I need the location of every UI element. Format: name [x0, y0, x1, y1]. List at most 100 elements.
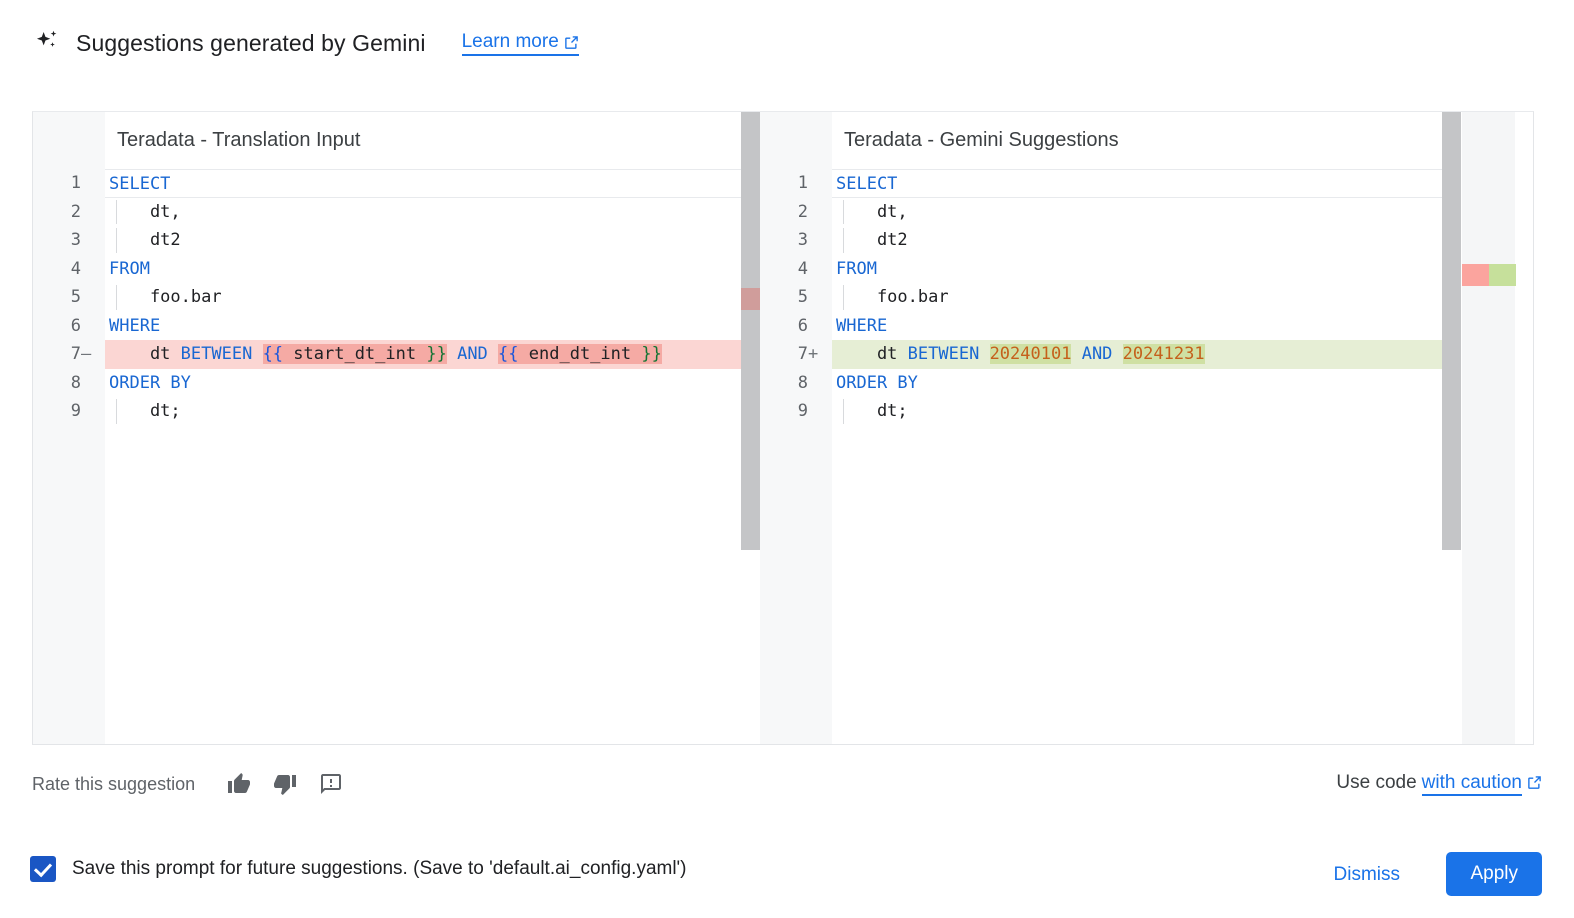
- code-token: 20240101: [989, 344, 1072, 364]
- code-token: dt,: [836, 201, 908, 222]
- code-token: end_dt_int: [518, 344, 642, 364]
- code-token: AND: [1081, 344, 1113, 364]
- thumb-up-icon[interactable]: [223, 768, 255, 800]
- pane-title-right: Teradata - Gemini Suggestions: [832, 112, 1461, 169]
- line-number: 6: [797, 315, 808, 336]
- external-link-icon: [1527, 774, 1542, 789]
- line-number: 8: [797, 372, 808, 393]
- code-line[interactable]: dt BETWEEN {{ start_dt_int }} AND {{ end…: [105, 340, 760, 369]
- feedback-row: Rate this suggestion: [32, 768, 347, 800]
- code-line[interactable]: dt;: [832, 397, 1461, 426]
- external-link-icon: [564, 34, 579, 49]
- code-line[interactable]: dt2: [832, 226, 1461, 255]
- code-token: [979, 344, 989, 364]
- code-area-left[interactable]: Teradata - Translation Input SELECT dt, …: [105, 112, 760, 744]
- learn-more-link[interactable]: Learn more: [461, 30, 579, 56]
- code-line[interactable]: dt;: [105, 397, 760, 426]
- code-line[interactable]: FROM: [832, 255, 1461, 284]
- code-token: BETWEEN: [180, 344, 253, 364]
- code-token: }}: [641, 344, 662, 364]
- code-token: dt,: [109, 201, 181, 222]
- code-token: foo.bar: [836, 287, 949, 307]
- code-token: WHERE: [836, 315, 888, 336]
- code-line[interactable]: SELECT: [832, 169, 1461, 198]
- code-token: 20241231: [1122, 344, 1205, 364]
- diff-marker: —: [81, 344, 92, 364]
- code-token: ORDER BY: [109, 372, 191, 393]
- with-caution-label: with caution: [1421, 772, 1522, 793]
- report-icon[interactable]: [315, 768, 347, 800]
- overview-ruler[interactable]: [1461, 112, 1516, 744]
- code-token: [488, 344, 498, 364]
- scrollbar-thumb-right[interactable]: [1442, 112, 1461, 550]
- code-token: ORDER BY: [836, 372, 918, 393]
- with-caution-link[interactable]: with caution: [1421, 772, 1522, 796]
- code-token: [1071, 344, 1081, 364]
- line-number: 4: [70, 258, 81, 279]
- vertical-scrollbar-left[interactable]: [741, 112, 760, 744]
- code-line[interactable]: ORDER BY: [105, 369, 760, 398]
- code-token: FROM: [836, 258, 877, 279]
- save-prompt-label: Save this prompt for future suggestions.…: [72, 858, 687, 879]
- code-line[interactable]: foo.bar: [832, 283, 1461, 312]
- code-token: dt2: [836, 230, 908, 250]
- code-token: [1112, 344, 1122, 364]
- code-line[interactable]: FROM: [105, 255, 760, 284]
- code-token: dt: [109, 344, 181, 364]
- pane-title-left: Teradata - Translation Input: [105, 112, 760, 169]
- code-token: AND: [457, 344, 488, 364]
- code-line[interactable]: WHERE: [832, 312, 1461, 341]
- use-code-prefix: Use code: [1336, 772, 1417, 793]
- line-number: 5: [797, 287, 808, 307]
- line-number: 5: [70, 287, 81, 307]
- code-token: {{: [262, 344, 284, 364]
- code-line[interactable]: dt,: [832, 198, 1461, 227]
- code-line[interactable]: foo.bar: [105, 283, 760, 312]
- code-area-right[interactable]: Teradata - Gemini Suggestions SELECT dt,…: [832, 112, 1461, 744]
- code-token: dt;: [836, 401, 908, 421]
- line-number: 3: [797, 230, 808, 250]
- line-number: 2: [797, 201, 808, 222]
- code-token: SELECT: [836, 174, 898, 194]
- sparkle-icon: [32, 28, 62, 58]
- thumb-down-icon[interactable]: [269, 768, 301, 800]
- code-token: WHERE: [109, 315, 161, 336]
- code-token: [252, 344, 262, 364]
- code-line[interactable]: WHERE: [105, 312, 760, 341]
- header: Suggestions generated by Gemini Learn mo…: [32, 28, 579, 58]
- code-token: start_dt_int: [283, 344, 427, 364]
- line-number: 9: [797, 401, 808, 421]
- line-number: 7+: [760, 340, 832, 369]
- code-line[interactable]: SELECT: [105, 169, 760, 198]
- line-number: 1: [797, 173, 808, 193]
- code-line[interactable]: dt,: [105, 198, 760, 227]
- code-token: dt: [836, 344, 908, 364]
- code-line[interactable]: ORDER BY: [832, 369, 1461, 398]
- code-line[interactable]: dt BETWEEN 20240101 AND 20241231: [832, 340, 1461, 369]
- dismiss-button[interactable]: Dismiss: [1322, 856, 1413, 894]
- apply-button[interactable]: Apply: [1446, 852, 1542, 896]
- learn-more-label: Learn more: [461, 30, 559, 52]
- ruler-marker-insert: [1489, 264, 1516, 286]
- rate-suggestion-label: Rate this suggestion: [32, 773, 196, 794]
- line-number: 3: [70, 230, 81, 250]
- code-token: FROM: [109, 258, 150, 279]
- vertical-scrollbar-right[interactable]: [1442, 112, 1461, 744]
- line-number: 1: [70, 173, 81, 193]
- ruler-marker-delete: [1462, 264, 1489, 286]
- code-token: {{: [498, 344, 519, 364]
- code-token: }}: [426, 344, 447, 364]
- scrollbar-thumb-left[interactable]: [741, 112, 760, 550]
- save-prompt-checkbox-row[interactable]: Save this prompt for future suggestions.…: [30, 856, 687, 882]
- line-number: 7—: [33, 340, 105, 369]
- code-line[interactable]: dt2: [105, 226, 760, 255]
- code-token: [447, 344, 457, 364]
- save-prompt-checkbox[interactable]: [30, 856, 56, 882]
- line-number: 9: [70, 401, 81, 421]
